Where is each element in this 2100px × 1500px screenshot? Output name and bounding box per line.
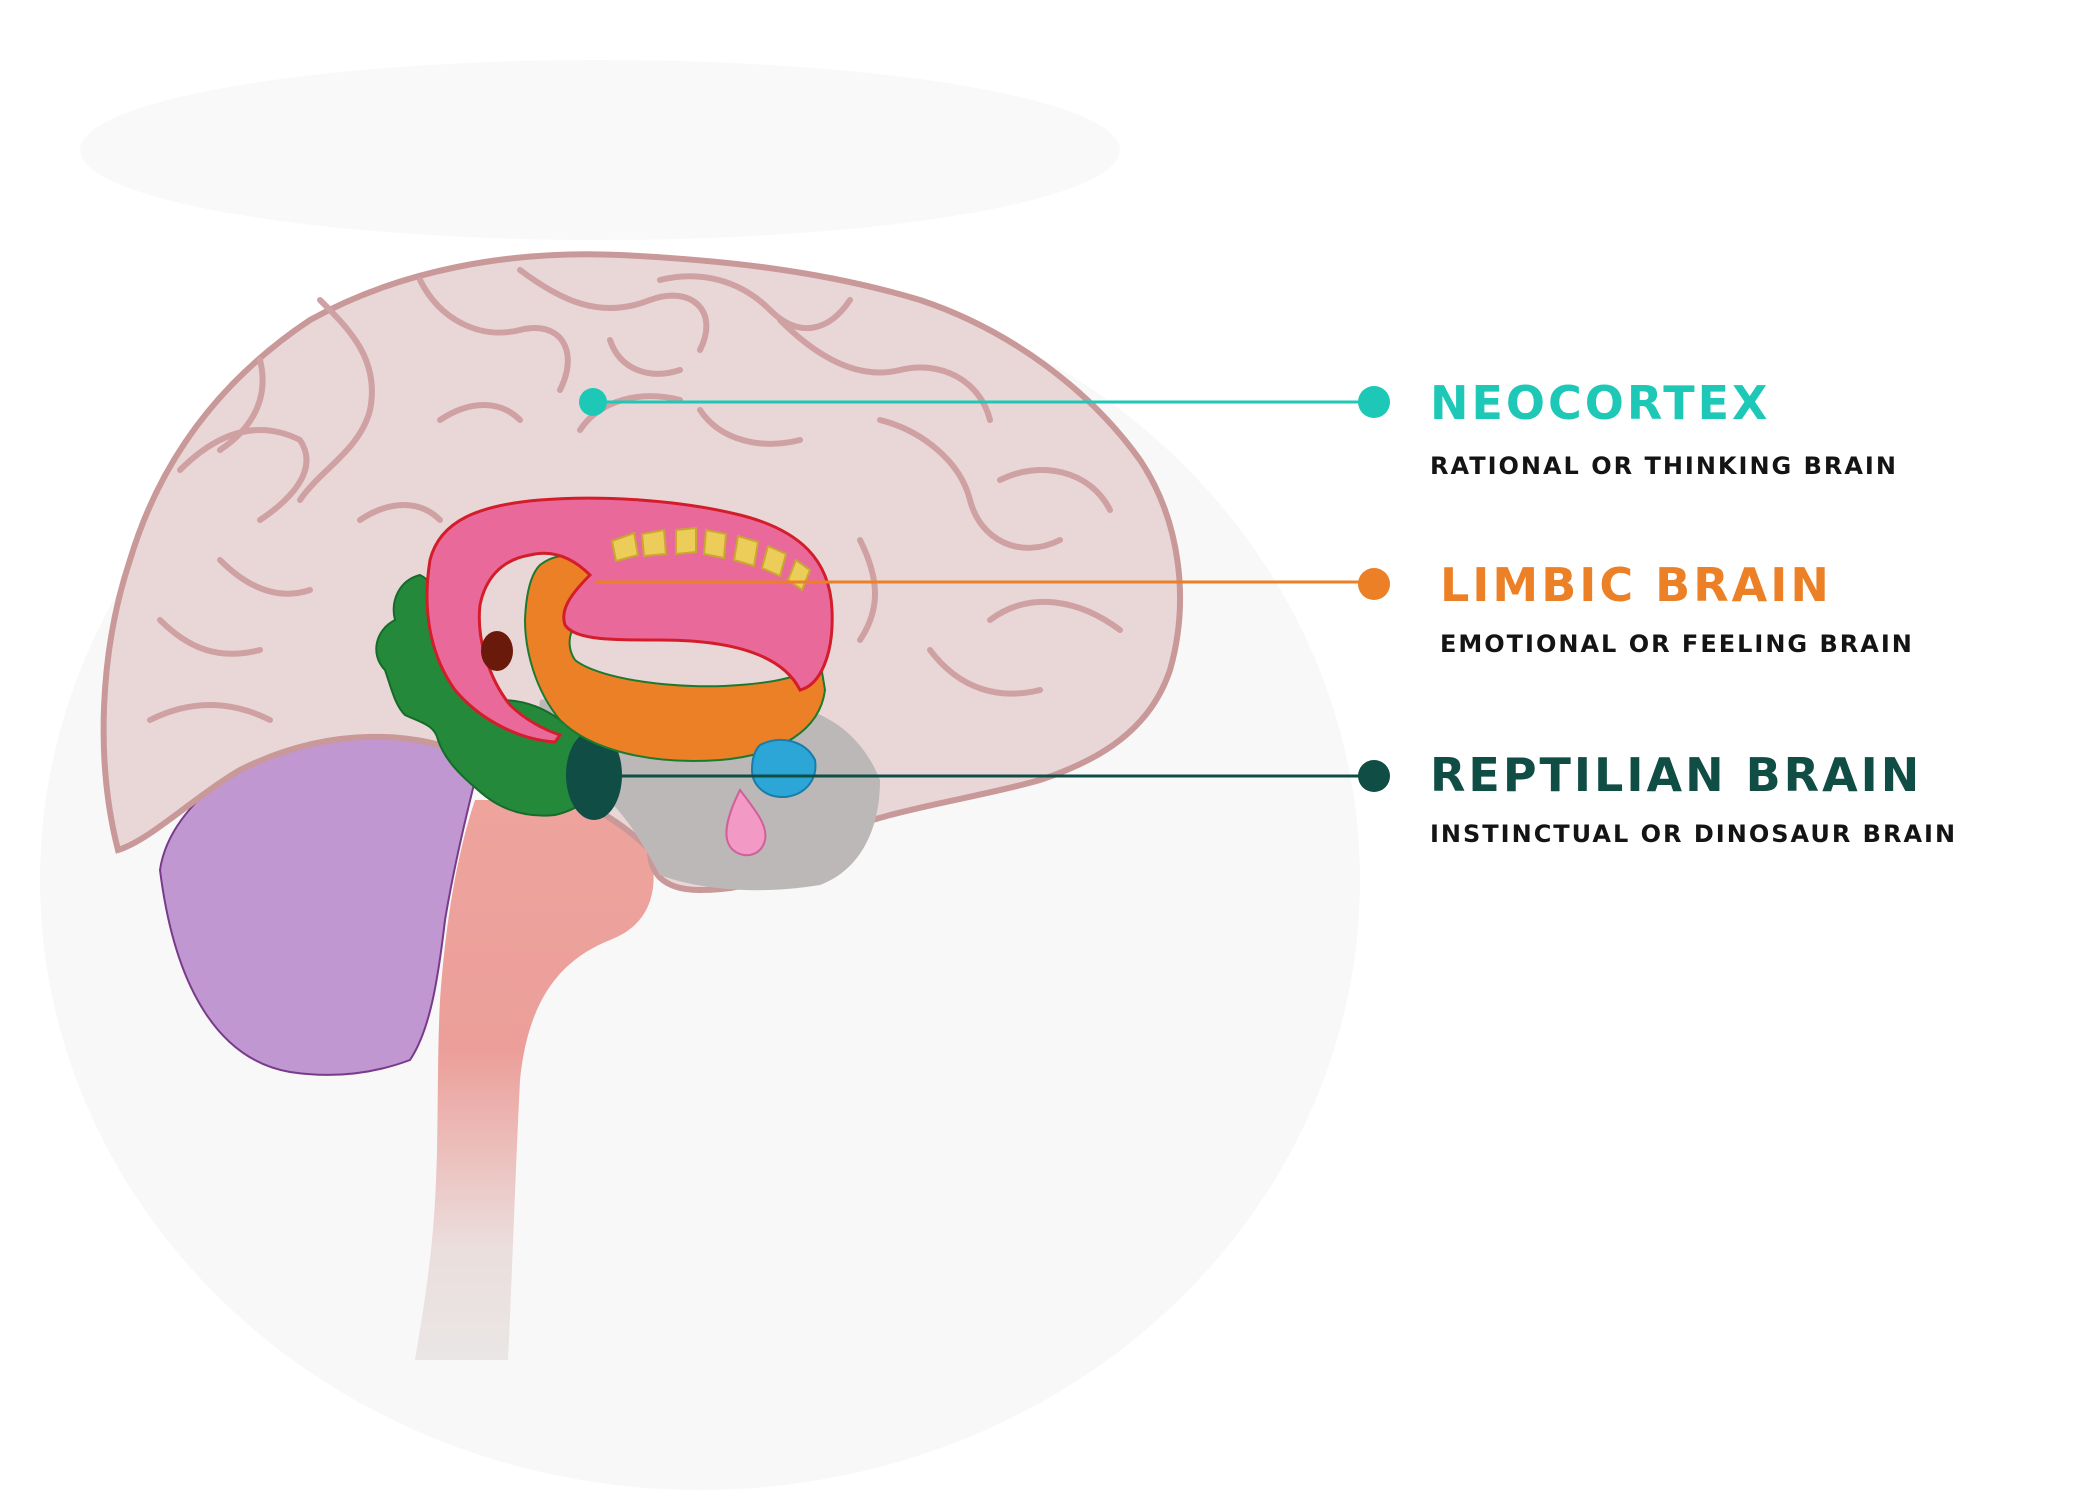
limbic-title: LIMBIC BRAIN — [1440, 558, 1832, 612]
reptilian-core — [566, 730, 622, 820]
commissure-dashes — [610, 526, 812, 592]
limbic-end-dot — [1358, 568, 1390, 600]
brainstem — [415, 800, 654, 1360]
cingulate-region — [425, 496, 834, 744]
neocortex-title: NEOCORTEX — [1430, 376, 1771, 430]
reptilian-title: REPTILIAN BRAIN — [1430, 748, 1923, 802]
limbic-subtitle: EMOTIONAL OR FEELING BRAIN — [1440, 630, 1914, 658]
hypothalamus-blob — [750, 739, 817, 799]
reptilian-subtitle: INSTINCTUAL OR DINOSAUR BRAIN — [1430, 820, 1958, 848]
neocortex-subtitle: RATIONAL OR THINKING BRAIN — [1430, 452, 1898, 480]
pituitary-drop — [725, 788, 767, 857]
reptilian-end-dot — [1358, 760, 1390, 792]
neocortex-end-dot — [1358, 386, 1390, 418]
gyri-lines — [147, 267, 1123, 723]
small-nucleus — [481, 631, 513, 671]
neocortex-start-dot — [579, 388, 607, 416]
background-wash-top — [80, 60, 1120, 240]
